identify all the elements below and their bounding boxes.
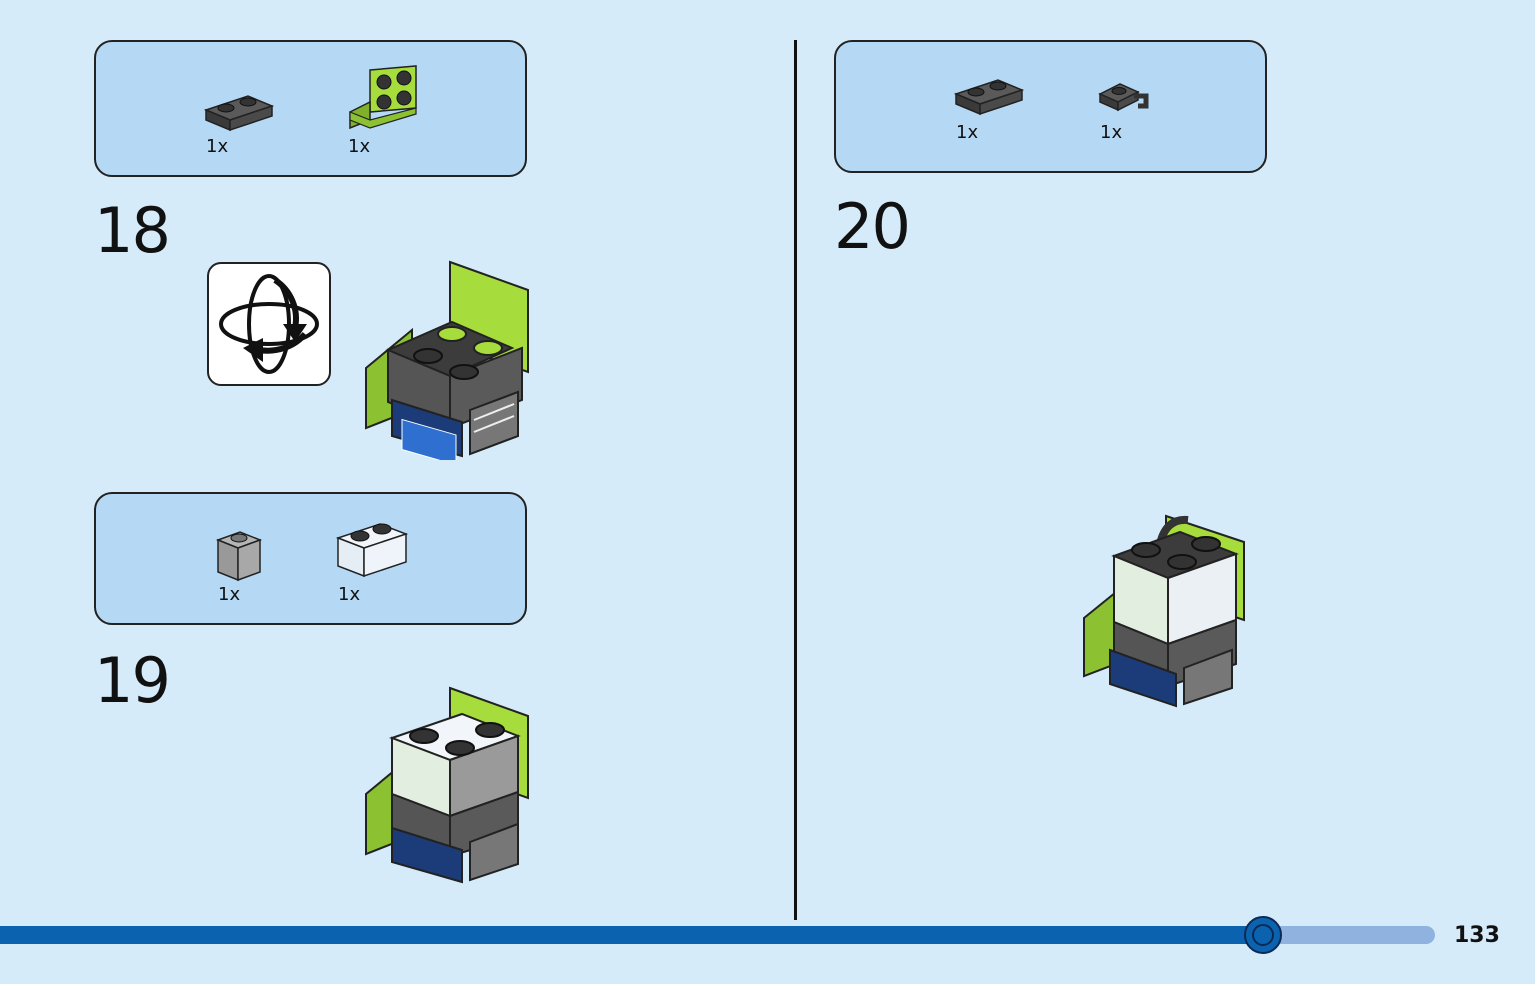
lime-bracket-plate-icon [349,65,417,130]
dark-gray-clip-plate-icon [1098,83,1149,112]
progress-fill [0,926,1263,944]
part-qty: 1x [956,122,979,143]
progress-knob [1244,916,1282,954]
dark-gray-plate-1x2-icon [954,79,1024,116]
step-20-model [1083,514,1245,708]
step-number: 20 [834,190,911,263]
step-19-model [365,686,529,884]
step-18-model [365,260,529,460]
part-qty: 1x [218,584,241,605]
part-qty: 1x [1100,122,1123,143]
clear-brick-1x2-icon [336,523,408,578]
dark-gray-plate-1x2-icon [204,95,274,132]
step-18-parts-box: 1x 1x [94,40,527,177]
part-qty: 1x [338,584,361,605]
step-number: 18 [94,194,171,267]
part-qty: 1x [348,136,371,157]
part-qty: 1x [206,136,229,157]
page-divider [794,40,797,920]
gray-brick-1x1-icon [215,531,263,582]
rotate-icon [219,274,319,374]
rotate-model-callout [207,262,331,386]
step-number: 19 [94,644,171,717]
step-20-parts-box: 1x 1x [834,40,1267,173]
page-number: 133 [1454,923,1500,948]
step-19-parts-box: 1x 1x [94,492,527,625]
